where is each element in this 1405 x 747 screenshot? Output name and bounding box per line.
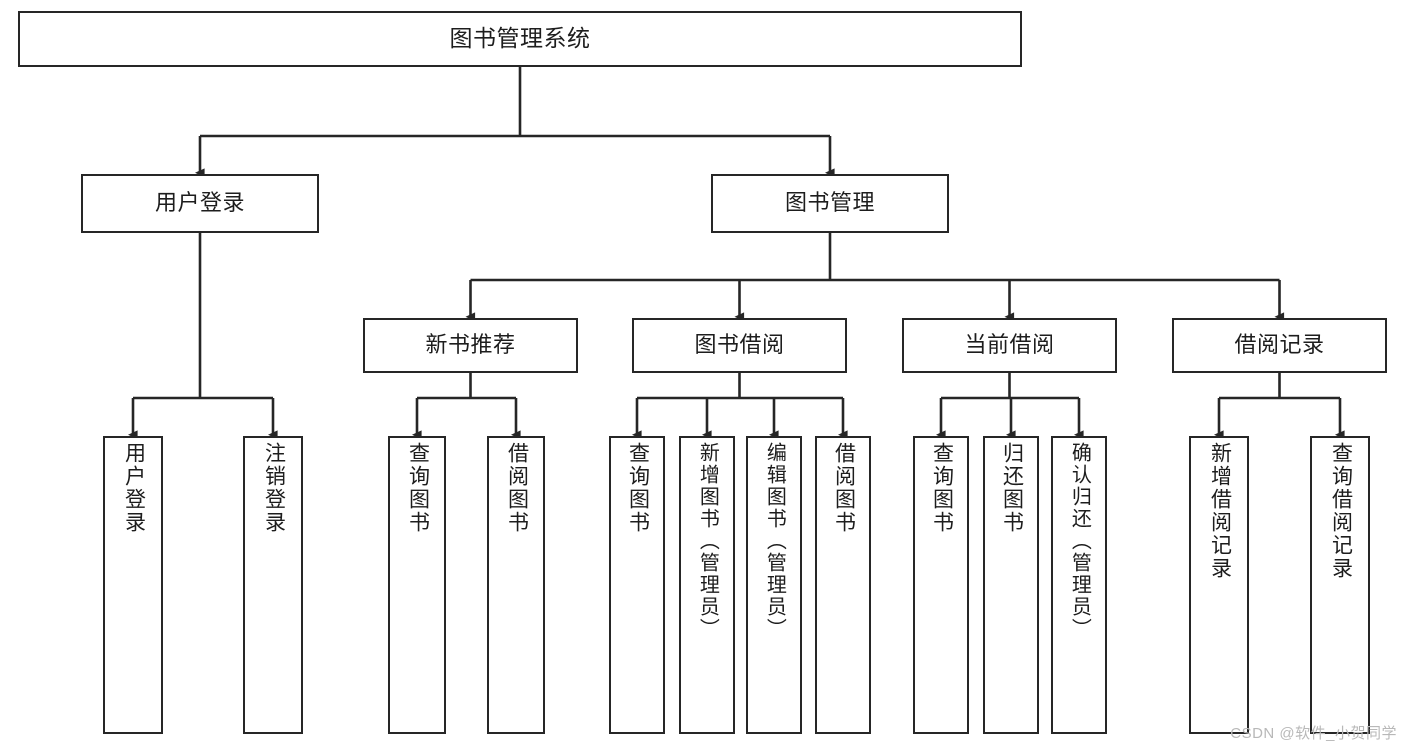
node-current-borrow-label: 当前借阅 — [964, 332, 1055, 358]
leaf-query-book-borrow-label: 查询图书 — [626, 442, 650, 534]
leaf-borrow-book-recommend[interactable]: 借阅图书 — [487, 436, 545, 734]
leaf-edit-book[interactable]: 编辑图书（管理员） — [746, 436, 802, 734]
leaf-query-book-recommend[interactable]: 查询图书 — [388, 436, 446, 734]
leaf-borrow-book-label: 借阅图书 — [832, 442, 856, 534]
leaf-confirm-return[interactable]: 确认归还（管理员） — [1051, 436, 1107, 734]
leaf-query-book-borrow[interactable]: 查询图书 — [609, 436, 665, 734]
leaf-user-login[interactable]: 用户登录 — [103, 436, 163, 734]
leaf-logout[interactable]: 注销登录 — [243, 436, 303, 734]
leaf-query-borrow-record[interactable]: 查询借阅记录 — [1310, 436, 1370, 734]
node-root[interactable]: 图书管理系统 — [18, 11, 1022, 67]
node-current-borrow[interactable]: 当前借阅 — [902, 318, 1117, 373]
node-book-borrow-label: 图书借阅 — [694, 332, 785, 358]
leaf-confirm-return-label: 确认归还（管理员） — [1068, 442, 1091, 640]
leaf-add-borrow-record-label: 新增借阅记录 — [1208, 442, 1232, 580]
leaf-edit-book-label: 编辑图书（管理员） — [763, 442, 786, 640]
leaf-add-book[interactable]: 新增图书（管理员） — [679, 436, 735, 734]
node-book-manage[interactable]: 图书管理 — [711, 174, 949, 233]
node-root-label: 图书管理系统 — [449, 25, 591, 52]
leaf-logout-label: 注销登录 — [262, 442, 286, 534]
leaf-borrow-book[interactable]: 借阅图书 — [815, 436, 871, 734]
node-book-borrow[interactable]: 图书借阅 — [632, 318, 847, 373]
leaf-query-book-current-label: 查询图书 — [930, 442, 954, 534]
node-new-book-recommend-label: 新书推荐 — [425, 332, 516, 358]
node-borrow-record[interactable]: 借阅记录 — [1172, 318, 1387, 373]
leaf-return-book[interactable]: 归还图书 — [983, 436, 1039, 734]
leaf-user-login-label: 用户登录 — [122, 442, 146, 534]
leaf-query-book-recommend-label: 查询图书 — [406, 442, 430, 534]
node-book-manage-label: 图书管理 — [784, 190, 875, 216]
leaf-query-borrow-record-label: 查询借阅记录 — [1329, 442, 1353, 580]
leaf-add-book-label: 新增图书（管理员） — [696, 442, 719, 640]
leaf-return-book-label: 归还图书 — [1000, 442, 1024, 534]
leaf-add-borrow-record[interactable]: 新增借阅记录 — [1189, 436, 1249, 734]
watermark: CSDN @软件_小贺同学 — [1230, 725, 1397, 742]
node-user-login-label: 用户登录 — [154, 190, 245, 216]
leaf-query-book-current[interactable]: 查询图书 — [913, 436, 969, 734]
node-new-book-recommend[interactable]: 新书推荐 — [363, 318, 578, 373]
node-borrow-record-label: 借阅记录 — [1234, 332, 1325, 358]
node-user-login[interactable]: 用户登录 — [81, 174, 319, 233]
leaf-borrow-book-recommend-label: 借阅图书 — [505, 442, 529, 534]
